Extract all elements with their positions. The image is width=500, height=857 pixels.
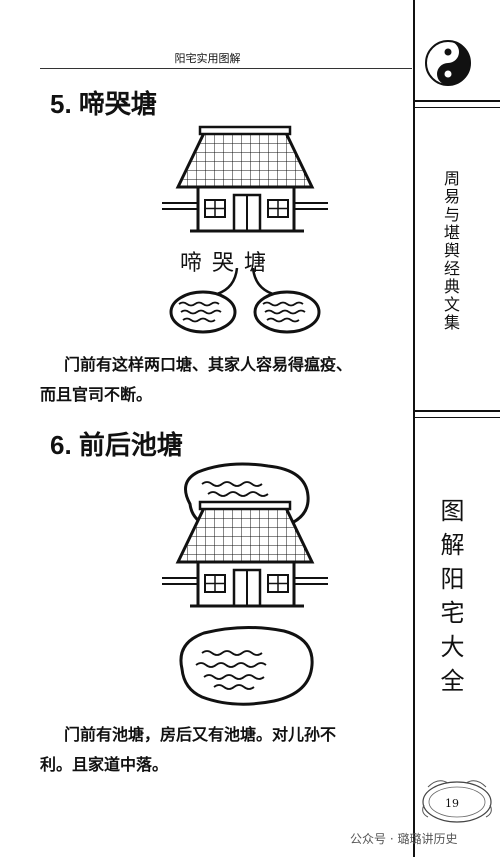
caption-line: 而且官司不断。 [40,385,153,404]
front-pond-illustration [179,625,314,706]
sidebar-rule [413,107,500,108]
house-illustration [162,500,328,608]
page-header-title: 阳宅实用图解 [174,52,241,65]
caption-line: 利。且家道中落。 [40,755,169,774]
section-caption: 门前有这样两口塘、其家人容易得瘟疫、 而且官司不断。 [40,350,410,410]
section-title: 5. 啼哭塘 [50,89,157,119]
sidebar-rule [413,417,500,418]
sidebar-book-title: 图解阳宅大全 [436,498,464,702]
watermark: 公众号 · 璐璐讲历史 [350,832,458,846]
section-caption: 门前有池塘，房后又有池塘。对儿孙不 利。且家道中落。 [40,720,410,780]
caption-line: 门前有这样两口塘、其家人容易得瘟疫、 [64,355,353,374]
header-rule [40,68,412,69]
sidebar-rule [413,100,500,102]
sidebar-series-title: 周易与堪舆经典文集 [441,170,460,332]
house-illustration [162,125,328,233]
two-ponds-illustration [169,268,321,334]
section-title: 6. 前后池塘 [50,430,183,460]
yin-yang-icon [425,40,471,86]
page-number: 19 [445,797,459,810]
page-number-ornament [422,780,492,823]
sidebar-border [413,0,415,857]
sidebar-rule [413,410,500,412]
caption-line: 门前有池塘，房后又有池塘。对儿孙不 [64,725,337,744]
pond-name-label: 啼哭塘 [180,251,277,276]
